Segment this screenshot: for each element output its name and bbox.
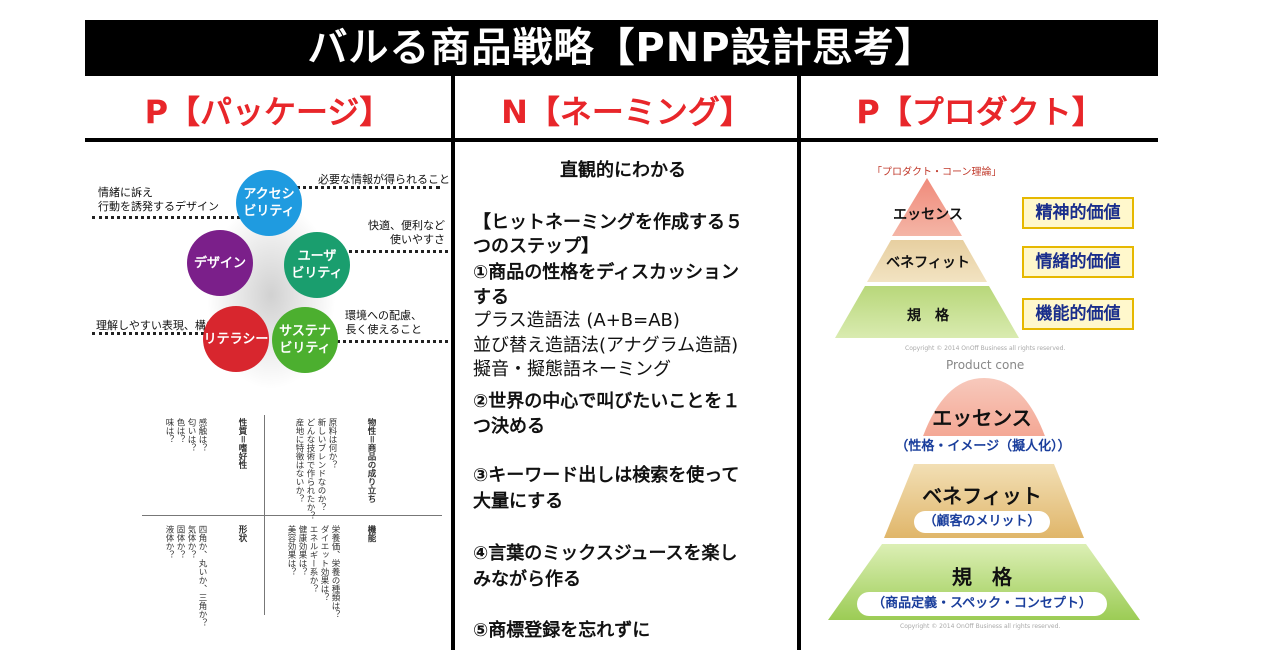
naming-line: 並び替え造語法(アナグラム造語)	[473, 335, 739, 356]
cone-sub-benefit: （顧客のメリット）	[914, 511, 1050, 533]
dotted-line	[92, 216, 270, 219]
note-design: 情緒に訴え 行動を誘発するデザイン	[98, 186, 219, 213]
grid-text-shape: 四角か、丸いか、三角か？ 気体か？ 固体か？ 液体か？	[164, 525, 207, 627]
naming-line: 大量にする	[473, 491, 564, 512]
circle-sustainability: サステナ ビリティ	[272, 307, 338, 373]
cone-label-essence: エッセンス	[893, 207, 963, 223]
circle-accessibility: アクセシ ビリティ	[236, 170, 302, 236]
header-divider	[85, 138, 1158, 142]
naming-line: つ決める	[473, 416, 545, 437]
naming-line: する	[473, 287, 509, 308]
cone-label-spec: 規 格	[952, 565, 1012, 589]
cone-label-spec: 規 格	[907, 308, 949, 324]
naming-line: 【ヒットネーミングを作成する５	[473, 212, 743, 233]
cone-tier-essence	[892, 178, 962, 236]
circle-design: デザイン	[187, 230, 253, 296]
cone-tier-benefit	[867, 240, 987, 282]
page-title: バルる商品戦略【PNP設計思考】	[85, 20, 1158, 76]
cone-label-essence: エッセンス	[932, 406, 1032, 430]
value-box-functional: 機能的価値	[1022, 298, 1134, 330]
grid-h-line	[142, 515, 442, 516]
circle-usability: ユーザ ビリティ	[284, 232, 350, 298]
dotted-line	[330, 340, 448, 343]
naming-line: 擬音・擬態語ネーミング	[473, 359, 671, 380]
cone-tier-spec	[835, 286, 1019, 338]
naming-line: ④言葉のミックスジュースを楽し	[473, 543, 738, 564]
cone-label-benefit: ベネフィット	[922, 484, 1042, 508]
grid-text-taste: 感触は？ 匂いは？ 色は？ 味は？	[164, 418, 207, 452]
cone-sub-spec: （商品定義・スペック・コンセプト）	[857, 592, 1107, 616]
grid-head-shape: 形状	[237, 525, 247, 542]
dotted-line	[290, 186, 440, 189]
grid-v-line	[264, 415, 265, 615]
value-box-spiritual: 精神的価値	[1022, 197, 1134, 229]
cone-triangle-top	[835, 178, 1019, 338]
grid-text-function: 栄養価、栄養の種類は？ ダイエット効果は？ エネルギー系か？ 健康効果は？ 美容…	[286, 525, 340, 619]
naming-line: ①商品の性格をディスカッション	[473, 262, 739, 283]
column-divider-2	[797, 76, 801, 650]
cone-caption: 「プロダクト・コーン理論」	[872, 167, 1002, 178]
grid-head-taste: 性質＝嗜好性	[237, 418, 247, 470]
value-box-emotional: 情緒的価値	[1022, 246, 1134, 278]
dotted-line	[92, 332, 252, 335]
column-header-product: P【プロダクト】	[856, 93, 1104, 131]
note-accessibility: 必要な情報が得られること	[318, 173, 450, 186]
column-divider-1	[451, 76, 455, 650]
naming-line: ②世界の中心で叫びたいことを１	[473, 391, 741, 412]
cone-caption-en: Product cone	[946, 358, 1025, 372]
circle-literacy: リテラシー	[203, 306, 269, 372]
grid-text-material: 原料は何か？ 新しいブレンドなのか？ どんな技術で作られたか？ 産地に特徴はない…	[294, 418, 337, 520]
cone-label-benefit: ベネフィット	[886, 255, 970, 271]
naming-line: ⑤商標登録を忘れずに	[473, 620, 651, 641]
grid-head-material: 物性＝商品の成り立ち	[366, 418, 376, 504]
note-usability: 快適、便利など 使いやすさ	[368, 219, 445, 246]
column-header-naming: N【ネーミング】	[501, 93, 752, 131]
grid-head-function: 機能	[366, 525, 376, 542]
naming-line: プラス造語法 (A+B=AB)	[473, 310, 680, 331]
cone-sub-essence: （性格・イメージ（擬人化））	[885, 436, 1081, 458]
dotted-line	[330, 250, 448, 253]
copyright-bottom: Copyright © 2014 OnOff Business all righ…	[900, 623, 1061, 630]
naming-line: ③キーワード出しは検索を使って	[473, 465, 740, 486]
note-sustainability: 環境への配慮、 長く使えること	[345, 309, 422, 336]
note-literacy: 理解しやすい表現、構成	[96, 319, 217, 332]
naming-line: みながら作る	[473, 569, 581, 590]
naming-line: つのステップ】	[473, 236, 599, 257]
naming-line: 直観的にわかる	[560, 160, 686, 181]
column-header-package: P【パッケージ】	[144, 93, 392, 131]
copyright-top: Copyright © 2014 OnOff Business all righ…	[905, 345, 1066, 352]
